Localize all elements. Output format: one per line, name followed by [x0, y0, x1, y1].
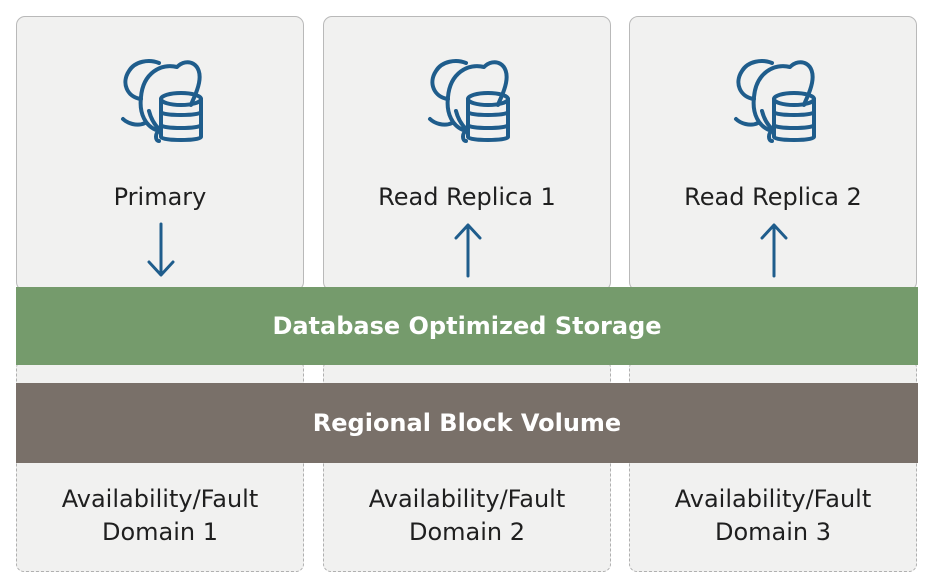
storage-band-label: Database Optimized Storage — [272, 312, 662, 340]
domain-label-line1: Availability/Fault — [61, 485, 259, 513]
node-label: Read Replica 2 — [684, 183, 862, 211]
database-optimized-storage-band: Database Optimized Storage — [16, 287, 918, 365]
primary-node: Primary — [16, 16, 304, 291]
postgresql-database-icon — [734, 59, 816, 143]
domain-label-line2: Domain 1 — [101, 518, 219, 546]
domain-label-line1: Availability/Fault — [368, 485, 566, 513]
postgresql-database-icon — [428, 59, 510, 143]
read-replica-2-node: Read Replica 2 — [629, 16, 917, 291]
domain-label-line1: Availability/Fault — [674, 485, 872, 513]
node-label: Read Replica 1 — [378, 183, 556, 211]
arrow-down-icon — [147, 222, 175, 277]
arrow-up-icon — [760, 223, 788, 278]
domain-label-line2: Domain 2 — [408, 518, 526, 546]
domain-label-line2: Domain 3 — [714, 518, 832, 546]
node-label: Primary — [113, 183, 207, 211]
regional-block-volume-band: Regional Block Volume — [16, 383, 918, 463]
arrow-up-icon — [454, 223, 482, 278]
read-replica-1-node: Read Replica 1 — [323, 16, 611, 291]
postgresql-database-icon — [121, 59, 203, 143]
volume-band-label: Regional Block Volume — [312, 409, 622, 437]
